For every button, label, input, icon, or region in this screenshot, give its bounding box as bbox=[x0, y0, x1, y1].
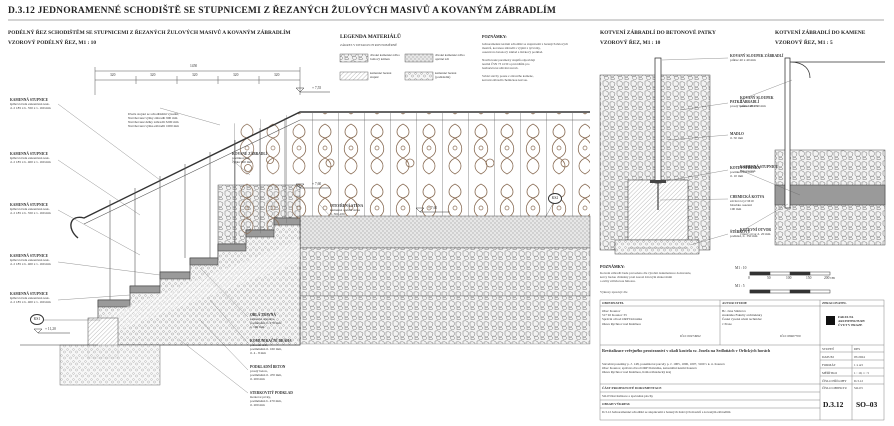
notes-bottom-small: Výkresy zpracují: dle bbox=[600, 290, 628, 294]
scale-tick-0: 0 bbox=[748, 276, 750, 280]
railing-note: Dveře stojaté se schodištěmi výsadní,Nav… bbox=[128, 112, 179, 129]
tb-field-format-val: 1 x A3 bbox=[854, 363, 863, 367]
legend-title: LEGENDA MATERIÁLŮ bbox=[340, 34, 401, 40]
notes-title: POZNÁMKY: bbox=[482, 34, 507, 39]
tb-field-stage-key: STUPEŇ bbox=[822, 347, 835, 351]
tb-field-annex-val: D.3.12 bbox=[854, 379, 863, 383]
concrete-detail-title: KOTVENÍ ZÁBRADLÍ DO BETONOVÉ PATKY bbox=[600, 30, 716, 36]
school-logo-icon bbox=[826, 316, 835, 325]
legend-subtitle: ZÁKRES V DETAILECH ROVNOMĚRNĚ bbox=[340, 43, 398, 47]
tb-phase-head: ČÁST PROJEKTOVÉ DOKUMENTACE bbox=[602, 386, 662, 390]
tb-col2-head: AUTOR STUDIE bbox=[722, 301, 747, 305]
tb-field-stage-val: DPS bbox=[854, 347, 861, 351]
level-landing: + 7,60 bbox=[428, 206, 438, 210]
tb-sheet-number: D.3.12 bbox=[823, 400, 844, 409]
main-section-title: PODÉLNÝ ŘEZ SCHODIŠTĚM SE STUPNICEMI Z Ř… bbox=[8, 30, 291, 36]
tb-drawing-head: OBSAH VÝKRESU bbox=[602, 402, 631, 406]
tb-col3-head: ZPRACOVATEL bbox=[822, 301, 847, 305]
scale-bar-10-label: M1 : 10 bbox=[735, 266, 747, 270]
detail-bubble-ks1: KS1 bbox=[30, 314, 44, 325]
tb-drawing-value: D.3.12 Jednoramenné schodiště se stupnic… bbox=[602, 410, 731, 414]
scale-tick-2: 100 bbox=[786, 276, 792, 280]
tb-col1-head: OBJEDNATEL bbox=[602, 301, 625, 305]
stone-detail-title: KOTVENÍ ZÁBRADLÍ DO KAMENE bbox=[775, 30, 866, 36]
notes-text: Jednoramenné terénní schodiště se stupni… bbox=[482, 42, 568, 82]
concrete-detail-scale: VZOROVÝ ŘEZ, M1 : 10 bbox=[600, 40, 661, 46]
tb-field-scale-val: 1 : 10, 1 : 5 bbox=[854, 371, 870, 375]
tb-phase-value: SO-03 Revitalizace a zpevněné plochy bbox=[602, 394, 654, 398]
level-mid: + 7,60 bbox=[312, 182, 322, 186]
detail-bubble-ks2: KS2 bbox=[548, 193, 562, 204]
level-top: + 7,55 bbox=[312, 86, 322, 90]
tb-field-object-key: ČÍSLO OBJEKTU bbox=[822, 386, 848, 390]
tb-project-detail: Stavební pozemky p. č. 148, pozemkové pa… bbox=[602, 362, 726, 375]
sheet-title: D.3.12 JEDNORAMENNÉ SCHODIŠTĚ SE STUPNIC… bbox=[8, 6, 557, 16]
main-section-scale: VZOROVÝ PODÉLNÝ ŘEZ, M1 : 10 bbox=[8, 40, 97, 46]
legend-item-4: kamenné řezané(podkladní) bbox=[435, 71, 457, 79]
dim-seg-2: 320 bbox=[150, 73, 156, 77]
level-bottom: + 11,20 bbox=[45, 327, 56, 331]
notes-bottom-title: POZNÁMKY: bbox=[600, 264, 625, 269]
scale-tick-3: 150 bbox=[806, 276, 812, 280]
tb-client-ico: IČO: 00274992 bbox=[680, 334, 701, 338]
notes-bottom-text: Kotvení zábradlí bude provedeno dle výro… bbox=[600, 271, 692, 283]
dim-seg-3: 320 bbox=[192, 73, 198, 77]
tb-field-object-val: SO-03 bbox=[854, 386, 863, 390]
tb-project-name: Revitalizace veřejného prostranství v ok… bbox=[602, 348, 771, 353]
scale-tick-1: 50 bbox=[767, 276, 771, 280]
tb-field-annex-key: ČÍSLO PŘÍLOHY bbox=[822, 379, 847, 383]
dim-seg-1: 320 bbox=[110, 73, 116, 77]
tb-object-number: SO–03 bbox=[856, 400, 878, 409]
scale-bar-5-label: M1 : 5 bbox=[735, 284, 745, 288]
tb-field-format-key: FORMÁT bbox=[822, 363, 836, 367]
dim-seg-4: 320 bbox=[233, 73, 239, 77]
stone-detail-scale: VZOROVÝ ŘEZ, M1 : 5 bbox=[775, 40, 833, 46]
tb-field-date-key: DATUM bbox=[822, 355, 834, 359]
dim-seg-5: 320 bbox=[274, 73, 280, 77]
tb-field-scale-key: MĚŘÍTKO bbox=[822, 371, 838, 375]
tb-author-ico: IČO: 68407700 bbox=[780, 334, 801, 338]
tb-field-date-val: 05/2024 bbox=[854, 355, 865, 359]
scale-tick-4: 200 cm bbox=[824, 276, 835, 280]
dim-overall: 1450 bbox=[190, 64, 198, 68]
